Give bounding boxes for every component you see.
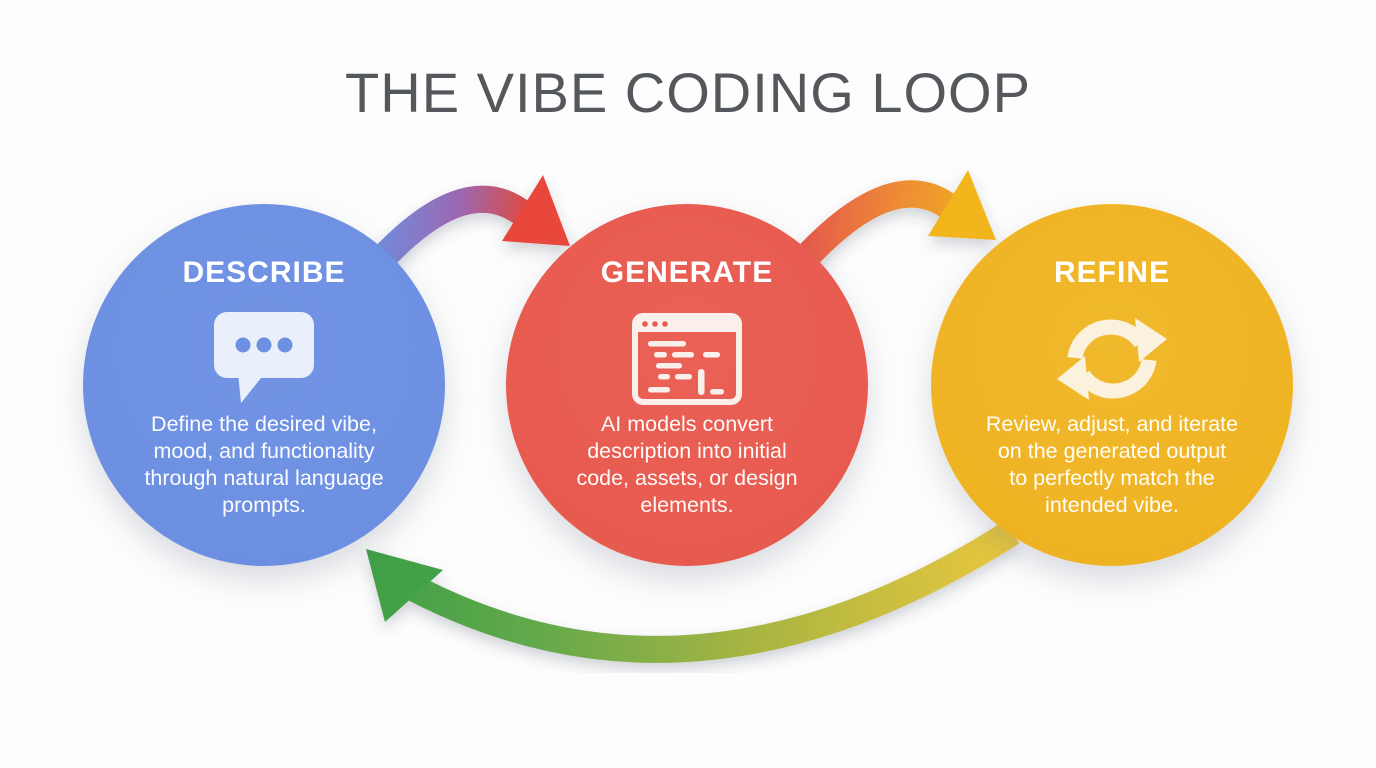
arrow-refine-to-describe xyxy=(366,520,1020,663)
code-window-icon xyxy=(506,304,868,414)
step-circle-describe: DESCRIBE Define the desired vibe, mood, … xyxy=(83,204,445,566)
step-label-describe: DESCRIBE xyxy=(182,256,346,289)
arrow-describe-to-generate xyxy=(361,175,570,279)
step-label-generate: GENERATE xyxy=(600,256,774,289)
arrow-generate-to-refine xyxy=(790,170,996,274)
page-title: THE VIBE CODING LOOP xyxy=(345,61,1031,124)
step-description-refine: Review, adjust, and iterate on the gener… xyxy=(985,412,1239,517)
chat-bubble-icon xyxy=(83,304,445,414)
step-description-describe: Define the desired vibe, mood, and funct… xyxy=(144,412,384,517)
step-description-generate: AI models convert description into initi… xyxy=(576,412,798,517)
refresh-cycle-icon xyxy=(931,304,1293,414)
step-circle-refine: REFINE Review, adjust, and iterate on th… xyxy=(931,204,1293,566)
step-circle-generate: GENERATE AI models convert descriptio xyxy=(506,204,868,566)
step-label-refine: REFINE xyxy=(1053,256,1170,289)
